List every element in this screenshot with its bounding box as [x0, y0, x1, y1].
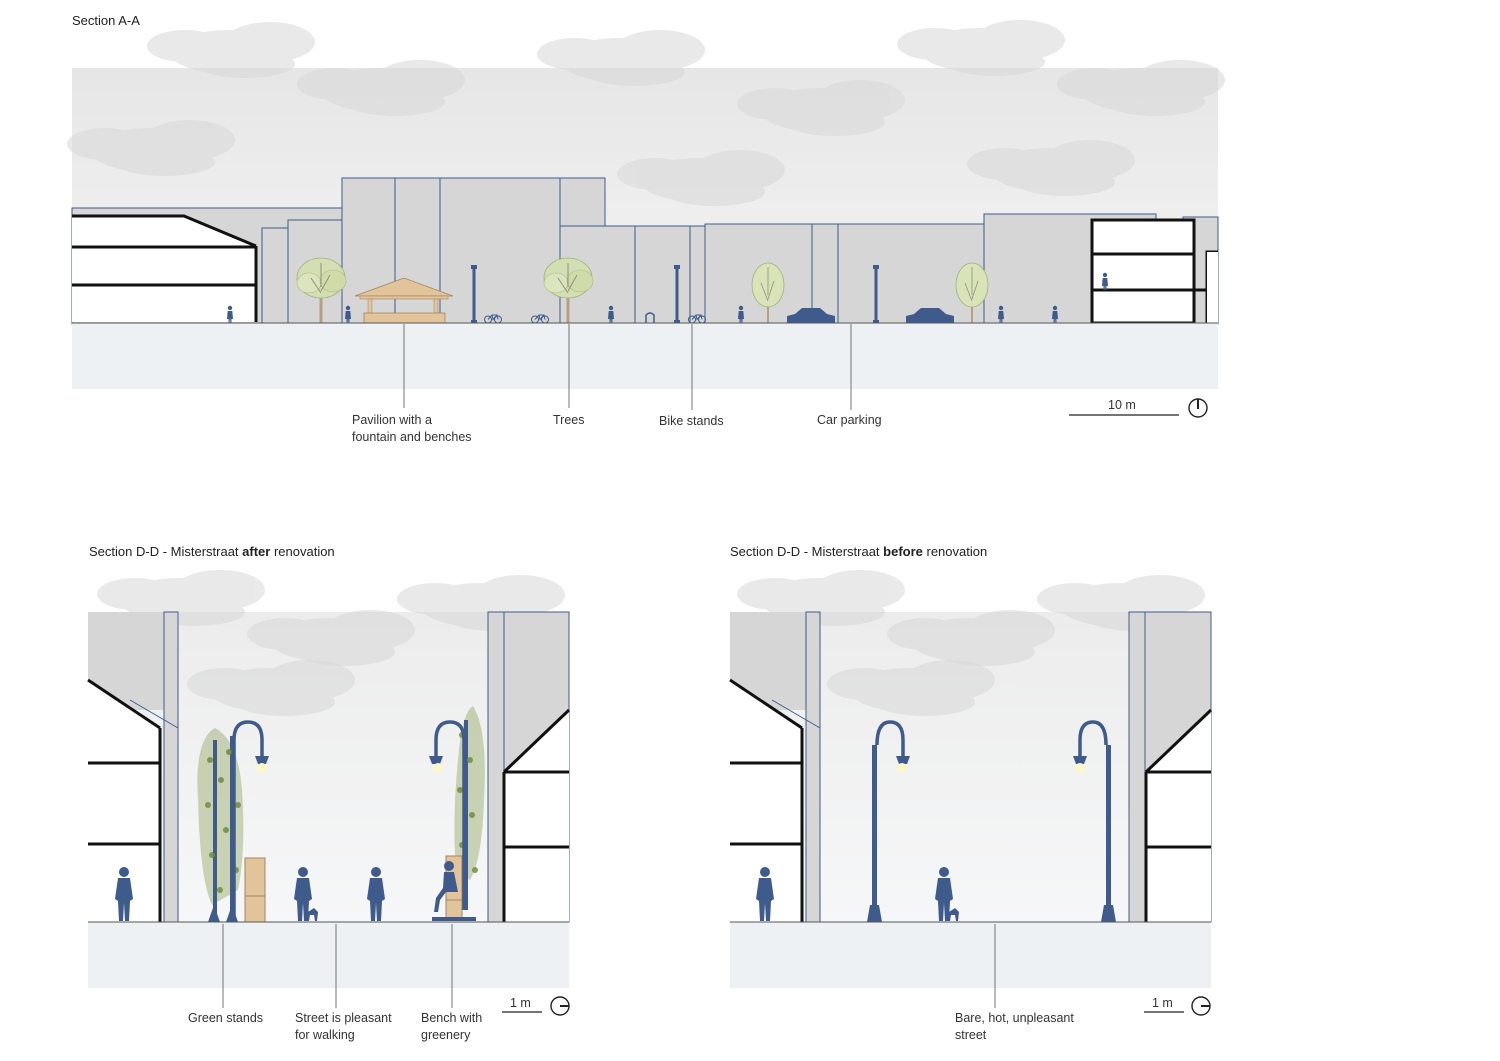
label-trees: Trees: [553, 413, 585, 427]
scale-label-dd-before: 1 m: [1152, 996, 1173, 1010]
label-bench-greenery: Bench with greenery: [421, 1011, 483, 1042]
section-dd-after-drawing: [87, 570, 571, 1016]
scale-label-aa: 10 m: [1108, 398, 1136, 412]
section-dd-before-drawing: [729, 570, 1213, 1016]
scale-label-dd-after: 1 m: [510, 996, 531, 1010]
label-pavilion: Pavilion with a fountain and benches: [352, 413, 472, 444]
title-prefix: Section D-D - Misterstraat: [89, 544, 243, 559]
title-suffix: renovation: [922, 544, 988, 559]
label-green-stands: Green stands: [188, 1011, 264, 1025]
title-bold: before: [883, 544, 923, 559]
section-dd-after-title: Section D-D - Misterstraat after renovat…: [89, 544, 335, 559]
title-suffix: renovation: [270, 544, 335, 559]
section-aa-drawing: [67, 20, 1225, 418]
label-street-pleasant: Street is pleasant for walking: [295, 1011, 392, 1042]
title-prefix: Section D-D - Misterstraat: [730, 544, 884, 559]
label-bike-stands: Bike stands: [659, 414, 724, 428]
label-car-parking: Car parking: [817, 413, 882, 427]
section-dd-before-title: Section D-D - Misterstraat before renova…: [730, 544, 987, 559]
title-bold: after: [242, 544, 271, 559]
section-aa-title: Section A-A: [72, 13, 140, 28]
label-bare-street: Bare, hot, unpleasant street: [955, 1011, 1074, 1042]
